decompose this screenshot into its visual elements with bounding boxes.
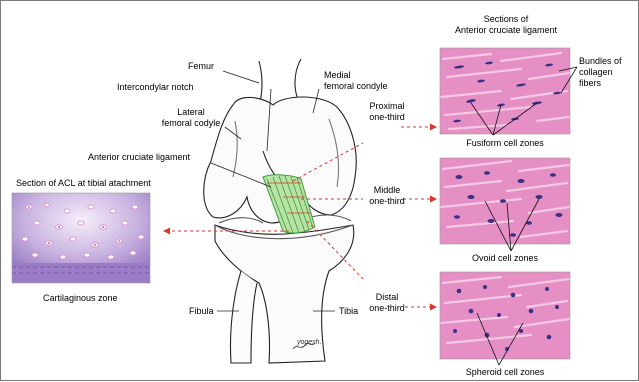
spheroid-cell-zones-label: Spheroid cell zones [440, 367, 570, 378]
middle-one-third-label: Middle one-third [359, 185, 415, 207]
ovoid-cell-zones-label: Ovoid cell zones [440, 253, 570, 264]
fusiform-cell-zones-label: Fusiform cell zones [440, 138, 570, 149]
artist-signature: yogesh. [297, 337, 322, 348]
intercondylar-notch-label: Intercondylar notch [117, 82, 194, 93]
fibula-label: Fibula [189, 306, 214, 317]
knee-joint-illustration [204, 59, 356, 363]
histology-micrograph-distal [440, 272, 570, 359]
lateral-femoral-condyle-label: Lateral femoral codyle [151, 107, 231, 129]
femur-label: Femur [188, 61, 214, 72]
cartilaginous-zone-label: Cartilaginous zone [43, 293, 118, 304]
section-tibial-attachment-label: Section of ACL at tibial atachment [16, 178, 151, 189]
tibia-label: Tibia [339, 306, 358, 317]
fibula [230, 271, 257, 363]
anterior-cruciate-ligament-label: Anterior cruciate ligament [88, 152, 190, 163]
histology-micrograph-proximal [440, 48, 570, 134]
medial-femoral-condyle-label: Medial femoral condyle [324, 70, 388, 92]
histology-micrograph-middle [440, 158, 570, 244]
distal-one-third-label: Distal one-third [359, 292, 415, 314]
histology-micrograph-tibial-attachment [12, 193, 150, 283]
sections-title-label: Sections of Anterior cruciate ligament [431, 14, 581, 36]
bundles-collagen-label: Bundles of collagen fibers [579, 56, 622, 89]
proximal-one-third-label: Proximal one-third [359, 101, 415, 123]
